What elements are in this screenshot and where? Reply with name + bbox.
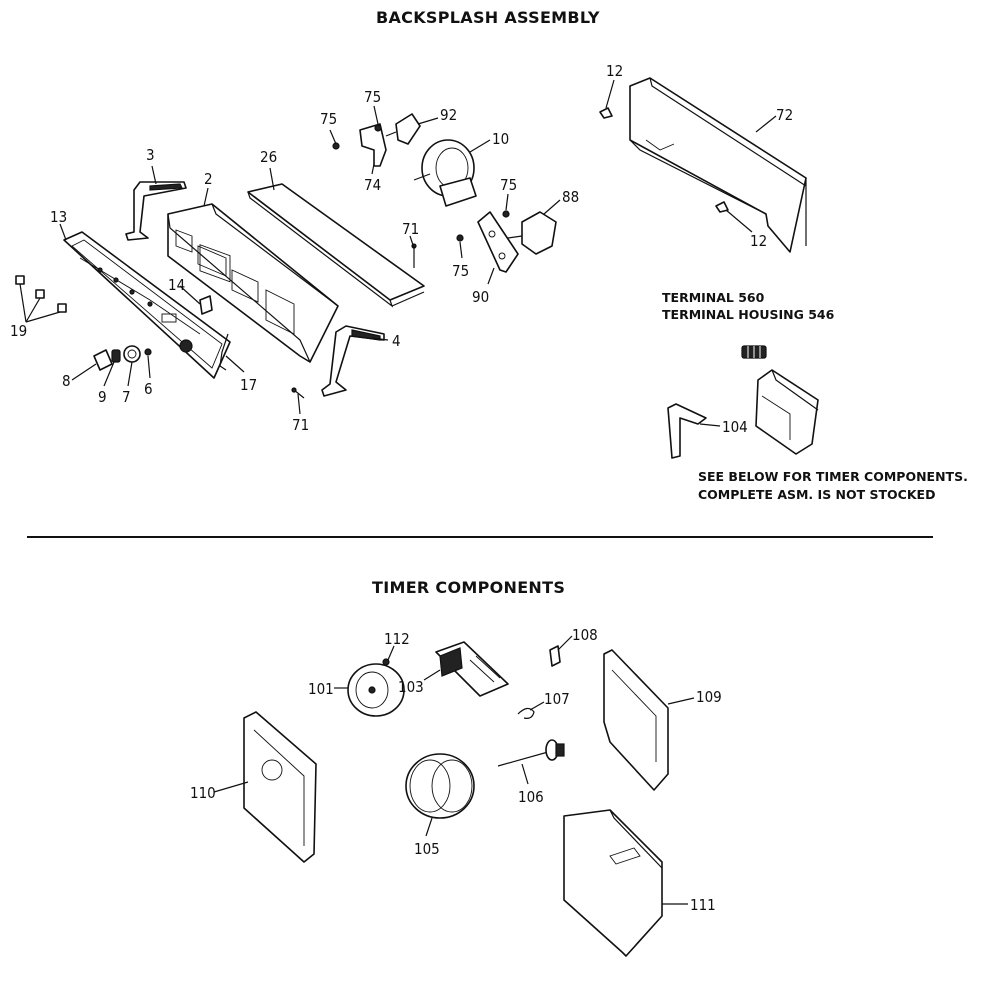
part-8-knob (93, 349, 113, 371)
terminal-housing-label: TERMINAL HOUSING 546 (662, 307, 835, 322)
callout-6: 6 (144, 380, 153, 398)
callout-4: 4 (392, 332, 401, 350)
part-101-timer-motor (347, 663, 405, 717)
part-13-control-panel (63, 231, 231, 379)
callout-74: 74 (364, 176, 381, 194)
callout-75-d: 75 (452, 262, 469, 280)
callout-12-bottom: 12 (750, 232, 767, 250)
callout-112: 112 (384, 630, 410, 648)
part-110-timer-plate (243, 711, 317, 863)
part-108-clip (549, 645, 561, 667)
callout-26: 26 (260, 148, 277, 166)
callout-71-upper: 71 (402, 220, 419, 238)
callout-14: 14 (168, 276, 185, 294)
callout-75-a: 75 (320, 110, 337, 128)
part-17-harness-clip (219, 333, 229, 371)
timer-note-line-1: SEE BELOW FOR TIMER COMPONENTS. (698, 469, 968, 484)
callout-107: 107 (544, 690, 570, 708)
part-111-timer-cover (563, 809, 663, 957)
part-19-knob-inserts (15, 275, 67, 313)
callout-111: 111 (690, 896, 716, 914)
callout-17: 17 (240, 376, 257, 394)
part-560-terminal (741, 345, 767, 359)
part-106-shaft (497, 739, 565, 767)
callout-108: 108 (572, 626, 598, 644)
callout-8: 8 (62, 372, 71, 390)
part-12-clips (599, 107, 729, 213)
callout-10: 10 (492, 130, 509, 148)
callout-3: 3 (146, 146, 155, 164)
part-88-switch (507, 211, 557, 255)
callout-75-c: 75 (500, 176, 517, 194)
part-109-frame-plate (603, 649, 669, 791)
part-104-knob-shaft (667, 403, 707, 459)
part-10-pressure-switch (413, 139, 477, 207)
callout-72: 72 (776, 106, 793, 124)
part-107-spring (517, 707, 535, 719)
part-timer-assembly (755, 369, 819, 455)
part-26-trim-strip (247, 183, 425, 308)
callout-2: 2 (204, 170, 213, 188)
callout-12-top: 12 (606, 62, 623, 80)
part-9-knob-insert (111, 349, 121, 363)
callout-9: 9 (98, 388, 107, 406)
part-112-pinion (382, 658, 390, 666)
callout-105: 105 (414, 840, 440, 858)
section-divider (27, 536, 933, 538)
part-2-backsplash-frame (167, 203, 339, 363)
callout-71-lower: 71 (292, 416, 309, 434)
callout-13: 13 (50, 208, 67, 226)
section-title-backsplash: BACKSPLASH ASSEMBLY (376, 8, 600, 27)
callout-labels: 3 2 26 13 19 8 9 7 6 14 17 71 4 71 75 75… (10, 62, 793, 914)
part-6-spring (144, 348, 152, 356)
part-74-bracket (359, 123, 387, 167)
part-90-mounting-plate (477, 211, 519, 273)
section-title-timer-components: TIMER COMPONENTS (372, 578, 566, 597)
part-14-clip (199, 295, 213, 315)
part-105-cam (405, 753, 475, 819)
callout-88: 88 (562, 188, 579, 206)
callout-109: 109 (696, 688, 722, 706)
callout-110: 110 (190, 784, 216, 802)
part-75-screws (332, 124, 510, 242)
callout-106: 106 (518, 788, 544, 806)
part-7-dial (123, 345, 141, 363)
part-4-end-cap (321, 325, 385, 397)
callout-101: 101 (308, 680, 334, 698)
callout-90: 90 (472, 288, 489, 306)
part-72-rear-cover (629, 77, 807, 253)
leader-lines (19, 79, 777, 905)
callout-19: 19 (10, 322, 27, 340)
callout-7: 7 (122, 388, 131, 406)
callout-75-b: 75 (364, 88, 381, 106)
terminal-label: TERMINAL 560 (662, 290, 765, 305)
part-92-switch (385, 113, 421, 145)
timer-note-line-2: COMPLETE ASM. IS NOT STOCKED (698, 487, 936, 502)
part-103-connector-block (435, 641, 509, 697)
part-3-end-cap (125, 181, 187, 241)
callout-92: 92 (440, 106, 457, 124)
callout-103: 103 (398, 678, 424, 696)
callout-104: 104 (722, 418, 748, 436)
